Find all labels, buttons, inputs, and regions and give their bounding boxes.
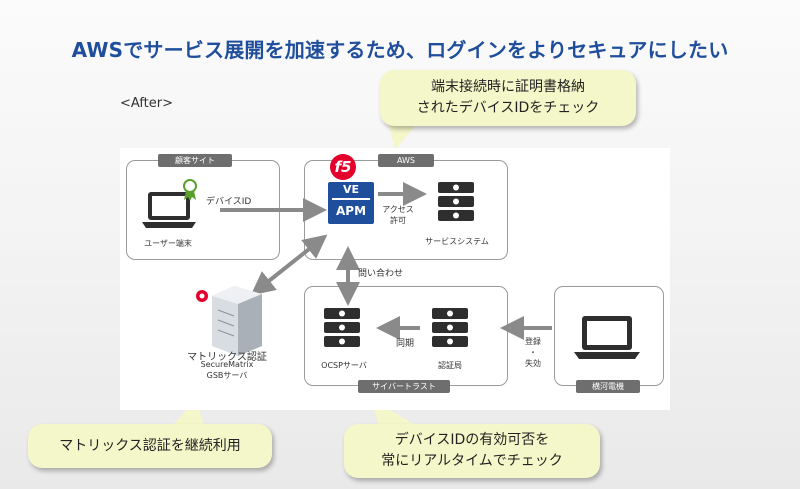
f5-logo-icon: f5 xyxy=(330,154,356,180)
matrix-auth-label: マトリックス認証 xyxy=(187,352,267,363)
after-label: <After> xyxy=(120,96,174,111)
ve-label: VE xyxy=(332,182,370,200)
inquiry-label: 問い合わせ xyxy=(358,269,404,279)
gsb-server-icon xyxy=(212,286,262,356)
callout-matrix-auth: マトリックス認証を継続利用 xyxy=(28,424,272,468)
service-system-server-icon xyxy=(438,182,474,221)
callout-bottom-right-line1: デバイスIDの有効可否を xyxy=(394,432,550,448)
apm-logo-icon: VE APM xyxy=(328,182,374,224)
callout-bottom-left-text: マトリックス認証を継続利用 xyxy=(59,437,241,454)
aws-label: AWS xyxy=(378,154,434,167)
revoke-label: 失効 xyxy=(525,359,541,368)
access-label-line2: 許可 xyxy=(390,216,406,225)
diagram-artwork xyxy=(142,179,640,359)
dot-label: ・ xyxy=(529,348,537,357)
service-system-label: サービスシステム xyxy=(425,237,489,246)
callout-bottom-right-line2: 常にリアルタイムでチェック xyxy=(381,453,563,469)
gsb-server-label: GSBサーバ xyxy=(206,371,248,380)
yokogawa-label: 横河電機 xyxy=(576,380,640,393)
securematrix-label: SecureMatrix xyxy=(200,360,254,369)
cyber-trust-label: サイバートラスト xyxy=(358,380,450,393)
ocsp-server-label: OCSPサーバ xyxy=(321,361,367,370)
user-terminal-label: ユーザー端末 xyxy=(144,239,192,248)
device-id-label: デバイスID xyxy=(206,197,252,207)
callout-top-line2: されたデバイスIDをチェック xyxy=(416,100,600,116)
yokogawa-laptop-icon xyxy=(574,316,640,359)
sync-label: 同期 xyxy=(396,339,415,349)
apm-label: APM xyxy=(335,204,367,218)
certificate-badge-icon xyxy=(183,179,197,201)
callout-device-id-check: 端末接続時に証明書格納 されたデバイスIDをチェック xyxy=(380,70,636,126)
page-title: AWSでサービス展開を加速するため、ログインをよりセキュアにしたい xyxy=(71,38,729,62)
callout-top-line1: 端末接続時に証明書格納 xyxy=(431,79,585,95)
securematrix-logo-icon xyxy=(196,290,208,302)
access-label-line1: アクセス xyxy=(382,205,414,214)
register-label: 登録 xyxy=(525,337,541,346)
certificate-authority-label: 認証局 xyxy=(438,361,462,370)
callout-realtime-check: デバイスIDの有効可否を 常にリアルタイムでチェック xyxy=(344,424,600,478)
customer-site-label: 顧客サイト xyxy=(158,154,232,167)
laptop-icon xyxy=(142,192,196,228)
gsb-apm-arrow xyxy=(250,234,328,296)
architecture-diagram: 顧客サイト AWS サイバートラスト 横河電機 xyxy=(120,148,670,410)
ocsp-server-icon xyxy=(324,308,360,347)
certificate-authority-server-icon xyxy=(432,308,468,347)
